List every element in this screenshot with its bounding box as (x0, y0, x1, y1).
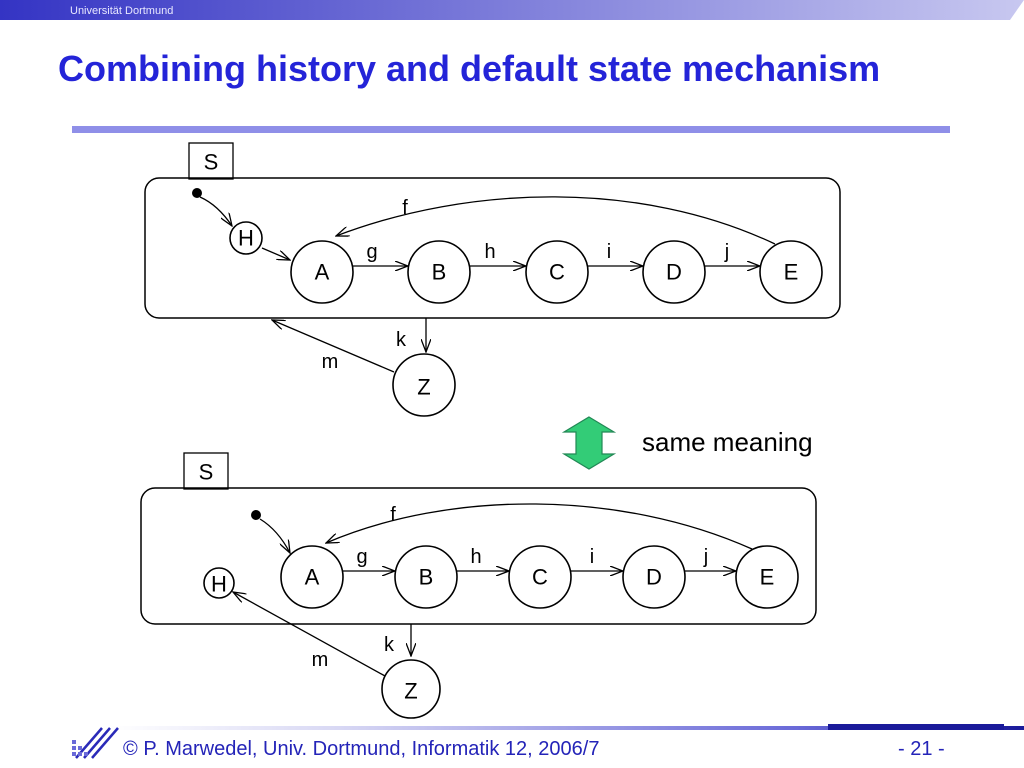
state-z: Z (392, 353, 456, 417)
event-f-bottom: f (390, 504, 396, 526)
edge-h-a (261, 247, 290, 260)
event-g: g (366, 241, 377, 263)
superstate-label-box (188, 142, 234, 180)
superstate-box (144, 177, 841, 319)
event-h: h (484, 241, 495, 263)
state-b-label: B (432, 260, 447, 285)
footer-bar (110, 724, 1024, 730)
state-a: A (290, 240, 354, 304)
diagram-top: S H A B C D E g (144, 142, 841, 417)
footer-credit-text: P. Marwedel, Univ. Dortmund, Informatik … (143, 738, 600, 760)
superstate-label-box-bottom (183, 452, 229, 490)
event-g-bottom: g (356, 546, 367, 568)
state-a-bottom: A (280, 545, 344, 609)
edge-default (199, 196, 232, 226)
edge-f-bottom (326, 503, 753, 550)
default-dot-bottom (251, 510, 261, 520)
state-e: E (759, 240, 823, 304)
superstate-label-bottom: S (199, 460, 214, 485)
state-c-label: C (549, 260, 565, 285)
title-rule (72, 126, 950, 133)
state-h-bottom-label: H (211, 572, 227, 597)
state-d-bottom-label: D (646, 565, 662, 590)
state-z-label: Z (417, 375, 430, 400)
state-h (229, 221, 263, 255)
state-z-bottom-label: Z (404, 679, 417, 704)
state-h-bottom (203, 567, 235, 599)
slide-title: Combining history and default state mech… (58, 48, 881, 89)
event-i-bottom: i (590, 546, 594, 568)
state-b-bottom: B (394, 545, 458, 609)
state-z-bottom: Z (381, 659, 441, 719)
event-m-bottom: m (312, 649, 329, 671)
event-j-bottom: j (703, 546, 708, 568)
diagram-bottom: S H A B C D E g h (140, 452, 817, 719)
university-logo-icon (72, 727, 119, 759)
edge-m-bottom (233, 592, 386, 677)
copyright-symbol: © (123, 738, 138, 760)
superstate-label: S (204, 150, 219, 175)
footer-credit: © P. Marwedel, Univ. Dortmund, Informati… (123, 738, 599, 761)
superstate-box-bottom (140, 487, 817, 625)
state-d-bottom: D (622, 545, 686, 609)
edge-f (336, 196, 776, 245)
event-k: k (396, 329, 407, 351)
statechart-diagram: S H A B C D E g (140, 142, 841, 719)
state-c-bottom-label: C (532, 565, 548, 590)
state-a-bottom-label: A (305, 565, 320, 590)
state-e-label: E (784, 260, 799, 285)
edge-default-bottom (259, 518, 290, 553)
state-e-bottom-label: E (760, 565, 775, 590)
state-c-bottom: C (508, 545, 572, 609)
default-dot (192, 188, 202, 198)
event-h-bottom: h (470, 546, 481, 568)
event-j: j (724, 241, 729, 263)
event-i: i (607, 241, 611, 263)
page-number: - 21 - (898, 738, 945, 760)
state-d-label: D (666, 260, 682, 285)
state-a-label: A (315, 260, 330, 285)
state-b: B (407, 240, 471, 304)
institution-label: Universität Dortmund (70, 5, 173, 17)
event-f: f (402, 197, 408, 219)
state-e-bottom: E (735, 545, 799, 609)
state-c: C (525, 240, 589, 304)
state-b-bottom-label: B (419, 565, 434, 590)
state-h-label: H (238, 226, 254, 251)
same-meaning-label: same meaning (642, 427, 813, 457)
same-meaning-arrow (561, 416, 617, 470)
state-d: D (642, 240, 706, 304)
header-bar: Universität Dortmund (0, 0, 1024, 20)
event-m: m (322, 351, 339, 373)
edge-m (272, 320, 395, 373)
event-k-bottom: k (384, 634, 395, 656)
